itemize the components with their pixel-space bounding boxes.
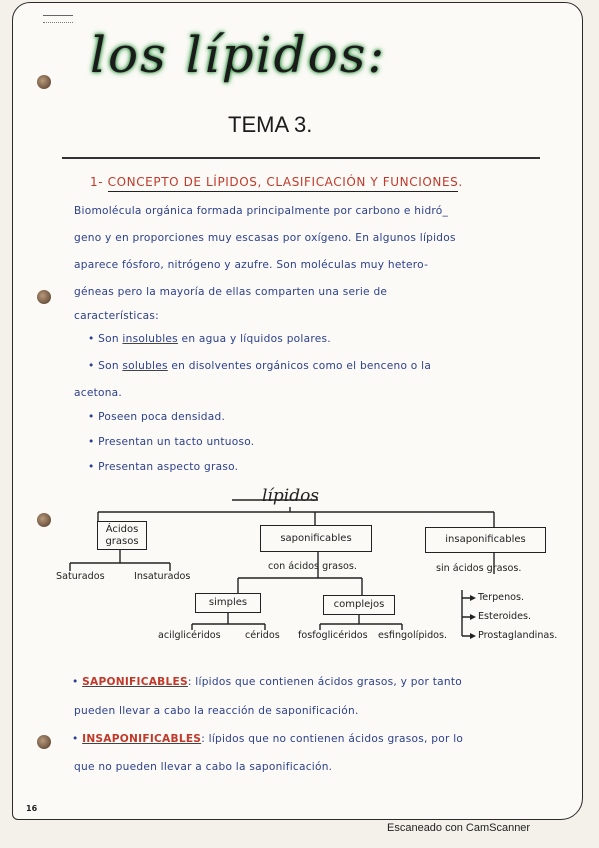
page-title: los lípidos: xyxy=(90,26,387,84)
definition-text: : lípidos que contienen ácidos grasos, y… xyxy=(187,676,462,688)
section-end: . xyxy=(458,175,463,189)
bullet-densidad: • Poseen poca densidad. xyxy=(88,411,226,423)
keyword-saponificables: SAPONIFICABLES xyxy=(82,676,188,688)
definition-insaponificables: • INSAPONIFICABLES: lípidos que no conti… xyxy=(72,733,464,745)
bullet-untuoso: • Presentan un tacto untuoso. xyxy=(88,436,255,448)
label-insaturados: Insaturados xyxy=(134,571,191,582)
paragraph-line: características: xyxy=(74,310,159,322)
topic-subtitle: TEMA 3. xyxy=(228,112,313,137)
keyword: solubles xyxy=(122,360,168,372)
paragraph-line: géneas pero la mayoría de ellas comparte… xyxy=(74,286,388,298)
definition-line: pueden llevar a cabo la reacción de sapo… xyxy=(74,705,359,717)
bullet-insolubles: • Son insolubles en agua y líquidos pola… xyxy=(88,333,331,345)
label-sin-acidos: sin ácidos grasos. xyxy=(436,563,522,574)
label-esteroides: Esteroides. xyxy=(478,611,532,622)
label-acilgliceridos: acilglicéridos xyxy=(158,630,221,641)
binder-hole-icon xyxy=(37,735,51,749)
bullet-graso: • Presentan aspecto graso. xyxy=(88,461,239,473)
page-number: 16 xyxy=(26,804,38,813)
diagram-root: lípidos xyxy=(262,486,320,506)
keyword-insaponificables: INSAPONIFICABLES xyxy=(82,733,202,745)
definition-saponificables: • SAPONIFICABLES: lípidos que contienen … xyxy=(72,676,462,688)
label-prostaglandinas: Prostaglandinas. xyxy=(478,630,558,641)
paragraph-line: aparece fósforo, nitrógeno y azufre. Son… xyxy=(74,259,429,271)
binder-hole-icon xyxy=(37,513,51,527)
label-ceridos: céridos xyxy=(245,630,280,641)
bullet-solubles: • Son solubles en disolventes orgánicos … xyxy=(88,360,431,372)
definition-text: : lípidos que no contienen ácidos grasos… xyxy=(201,733,464,745)
top-margin-mark xyxy=(43,15,73,23)
binder-hole-icon xyxy=(37,290,51,304)
binder-hole-icon xyxy=(37,75,51,89)
bullet-text: • Son xyxy=(88,360,123,372)
label-saturados: Saturados xyxy=(56,571,105,582)
section-heading: 1- CONCEPTO DE LÍPIDOS, CLASIFICACIÓN Y … xyxy=(90,175,463,192)
box-simples: simples xyxy=(195,593,261,613)
bullet-text: • Son xyxy=(88,333,123,345)
keyword: insolubles xyxy=(122,333,178,345)
bullet-continuation: acetona. xyxy=(74,387,123,399)
label-con-acidos: con ácidos grasos. xyxy=(268,561,357,572)
bullet-text: en disolventes orgánicos como el benceno… xyxy=(167,360,432,372)
definition-line: que no pueden llevar a cabo la saponific… xyxy=(74,761,333,773)
bullet-text: en agua y líquidos polares. xyxy=(177,333,331,345)
notebook-page xyxy=(12,2,583,820)
paragraph-line: Biomolécula orgánica formada principalme… xyxy=(74,205,449,217)
header-divider xyxy=(62,157,540,159)
section-number: 1- xyxy=(90,175,104,189)
paragraph-line: geno y en proporciones muy escasas por o… xyxy=(74,232,456,244)
scanner-watermark: Escaneado con CamScanner xyxy=(387,822,531,834)
box-insaponificables: insaponificables xyxy=(425,527,546,553)
label-fosfogliceridos: fosfoglicéridos xyxy=(298,630,368,641)
label-terpenos: Terpenos. xyxy=(478,592,525,603)
label-esfingolipidos: esfingolípidos. xyxy=(378,630,448,641)
box-saponificables: saponificables xyxy=(260,525,372,552)
box-complejos: complejos xyxy=(323,595,395,615)
section-title: CONCEPTO DE LÍPIDOS, CLASIFICACIÓN Y FUN… xyxy=(107,175,459,192)
box-acidos-grasos: Ácidos grasos xyxy=(97,521,147,550)
